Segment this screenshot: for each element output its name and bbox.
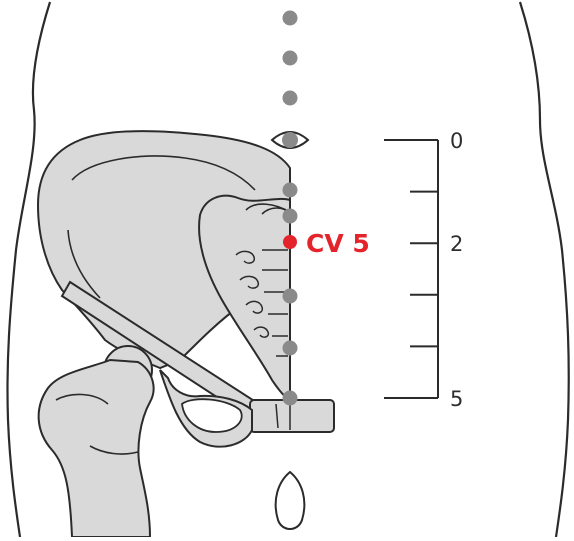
scale-label-2: 2 <box>450 232 463 256</box>
torso-left-outline <box>7 2 50 537</box>
scale-label-0: 0 <box>450 129 463 153</box>
point-below-navel-4 <box>283 341 298 356</box>
point-below-navel-5 <box>283 391 298 406</box>
point-below-navel-1 <box>283 183 298 198</box>
navel-icon <box>272 132 308 148</box>
point-above-navel-3 <box>283 11 298 26</box>
proportional-scale: 0 2 5 <box>384 129 463 411</box>
point-below-navel-3 <box>283 289 298 304</box>
cv5-point <box>283 235 297 249</box>
point-below-navel-2 <box>283 209 298 224</box>
highlighted-point-label: CV 5 <box>306 229 370 258</box>
scale-label-5: 5 <box>450 387 463 411</box>
genital-outline <box>276 472 305 529</box>
point-above-navel-1 <box>283 91 298 106</box>
torso-right-outline <box>520 2 569 537</box>
point-above-navel-2 <box>283 51 298 66</box>
